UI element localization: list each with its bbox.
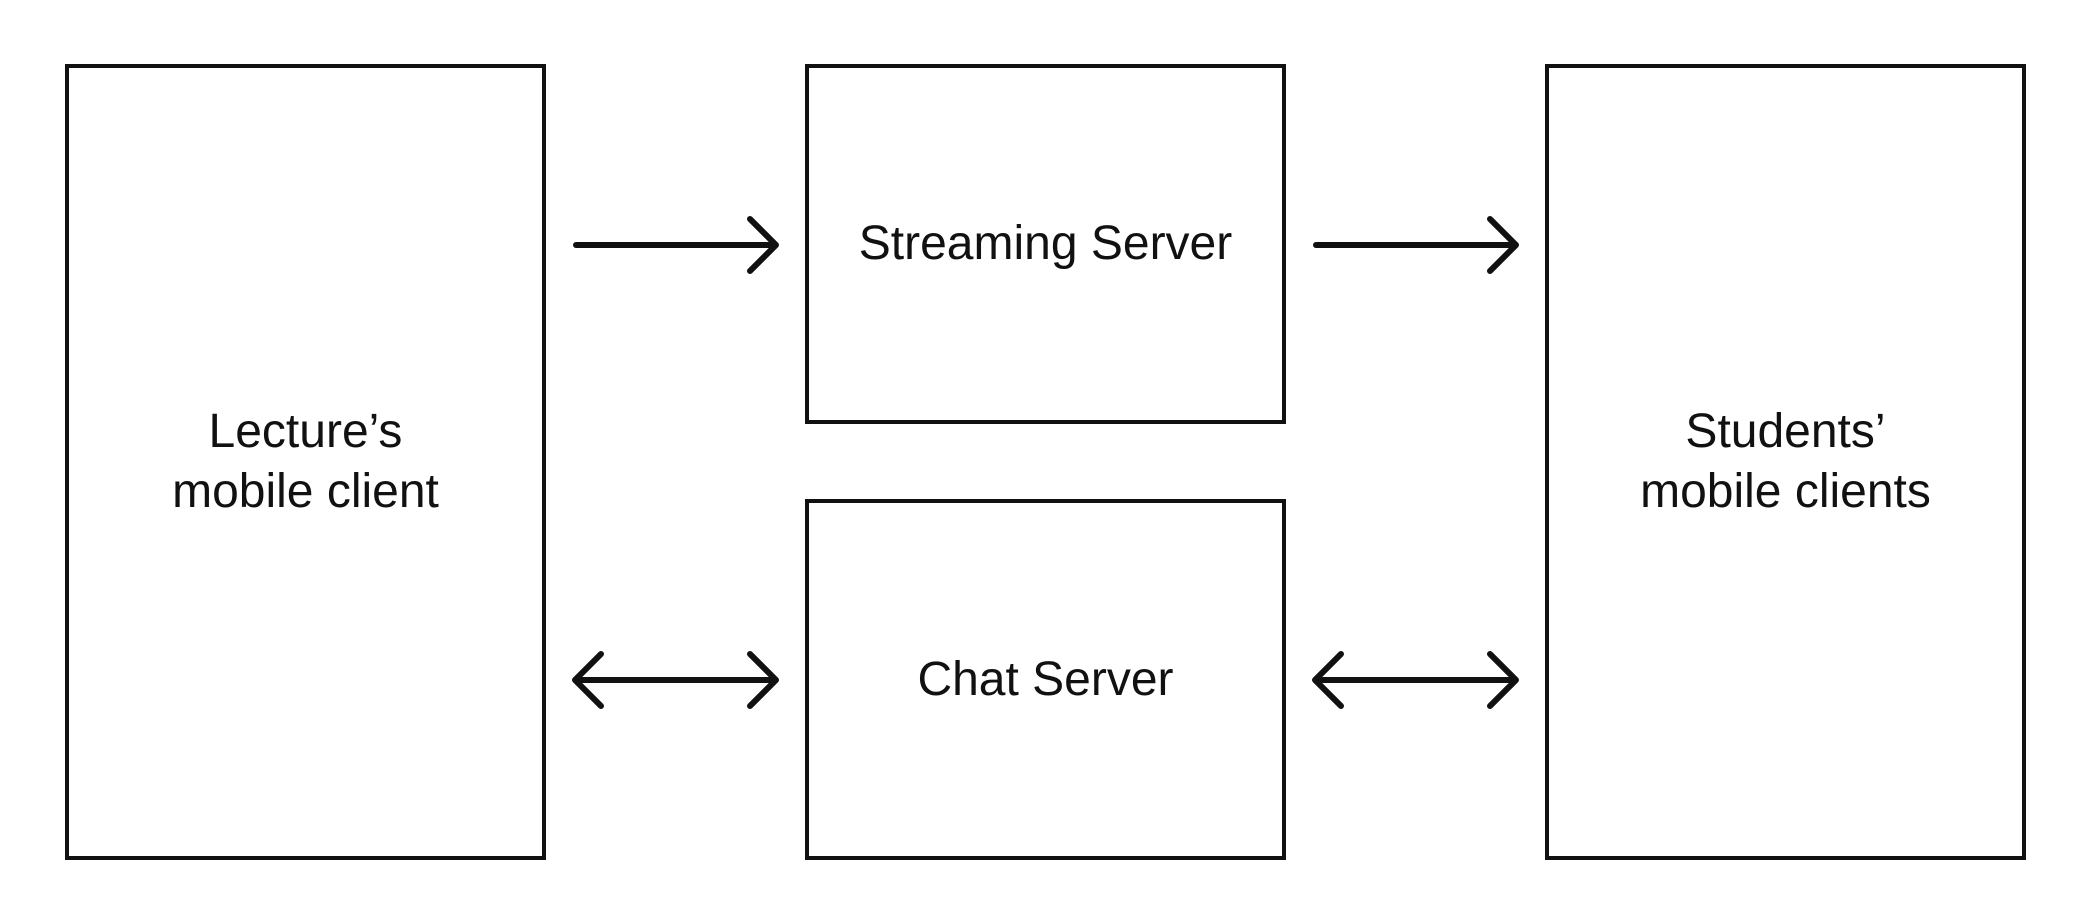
streaming-server-box: Streaming Server — [805, 64, 1286, 424]
students-clients-box: Students’ mobile clients — [1545, 64, 2026, 860]
arrow-streaming-to-students — [1313, 216, 1519, 274]
students-clients-label-line1: Students’ — [1685, 405, 1886, 458]
chat-server-box: Chat Server — [805, 499, 1286, 860]
arrow-lecturer-to-streaming — [573, 216, 779, 274]
lecturer-client-label-line2: mobile client — [172, 465, 439, 518]
lecturer-client-box: Lecture’s mobile client — [65, 64, 546, 860]
lecturer-client-label-line1: Lecture’s — [208, 405, 403, 458]
chat-server-label: Chat Server — [917, 652, 1174, 706]
students-clients-label-line2: mobile clients — [1640, 465, 1931, 518]
lecturer-client-label: Lecture’s mobile client — [172, 402, 439, 522]
streaming-server-label: Streaming Server — [858, 217, 1233, 270]
arrow-chat-students-bidirectional — [1312, 651, 1519, 709]
arrow-lecturer-chat-bidirectional — [572, 651, 779, 709]
students-clients-label: Students’ mobile clients — [1640, 402, 1931, 522]
